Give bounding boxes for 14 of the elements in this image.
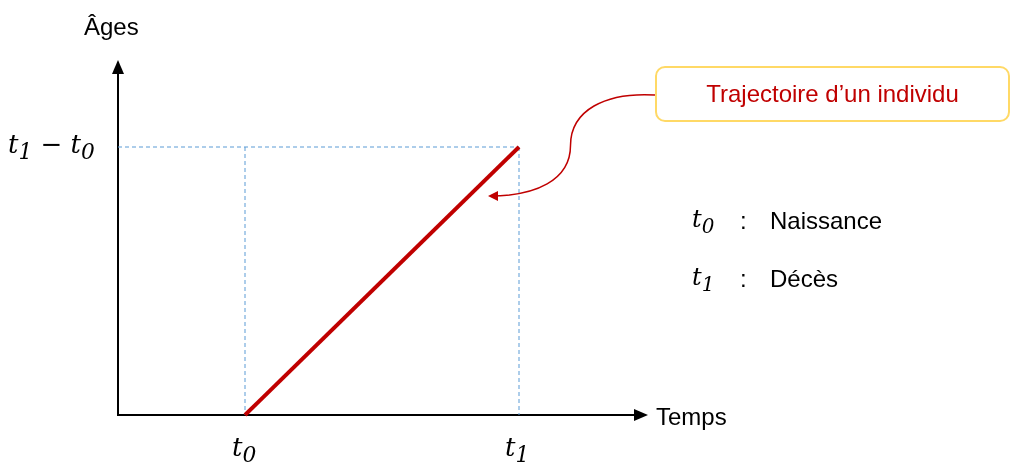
- axis-tick-label: t$_{1}$ − t$_{0}$: [8, 130, 95, 164]
- definition-text: Décès: [770, 266, 839, 293]
- colon: :: [740, 208, 747, 235]
- math-symbol: t$_{0}$: [692, 206, 715, 237]
- axis-tick-label: t$_{1}$: [505, 433, 530, 466]
- leader-line: [488, 93, 656, 201]
- axis-title: Âges: [84, 14, 139, 41]
- axis-title: Temps: [656, 404, 727, 431]
- axis-tick-label: t$_{0}$: [232, 433, 257, 466]
- trajectory-line: [243, 145, 521, 417]
- definition-text: Naissance: [770, 208, 883, 235]
- callout-box: Trajectoire d’un individu: [655, 66, 1010, 122]
- colon: :: [740, 266, 747, 293]
- math-symbol: t$_{1}$: [692, 264, 715, 295]
